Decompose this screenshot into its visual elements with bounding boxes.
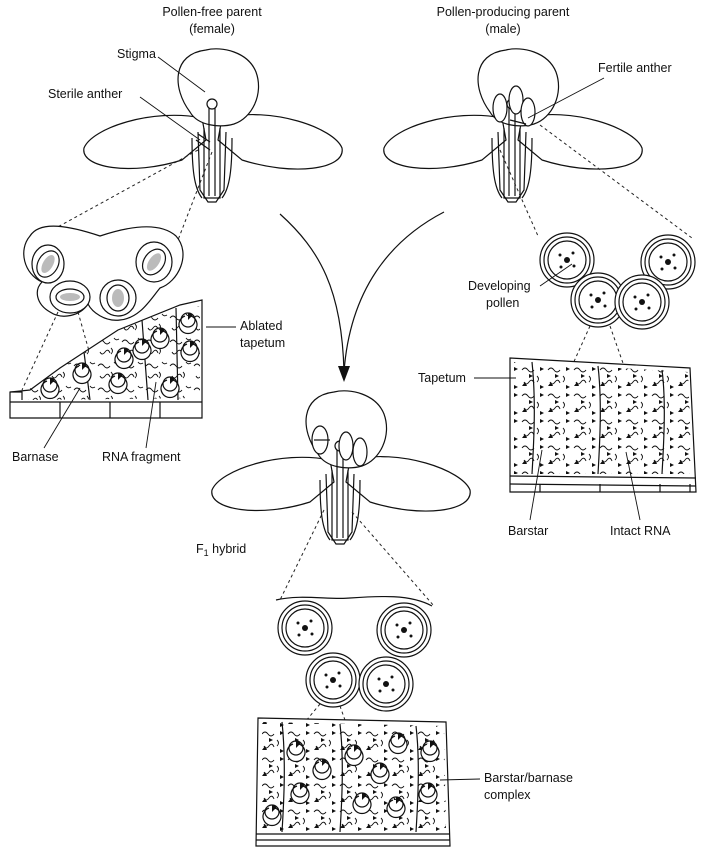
cross-arrow-right: [344, 212, 444, 372]
male-tissue-zoom-right: [610, 326, 624, 366]
ablated-tapetum-label-2: tapetum: [240, 336, 285, 350]
female-title-line2: (female): [189, 22, 235, 36]
tapetum-label: Tapetum: [418, 371, 466, 385]
barnase-label: Barnase: [12, 450, 59, 464]
f1-hybrid-flower: [212, 391, 470, 544]
f1-zoom-line-left: [280, 510, 324, 600]
cross-arrow-head: [338, 366, 350, 382]
sterile-anther-label: Sterile anther: [48, 87, 122, 101]
male-anther-section: [540, 233, 695, 329]
developing-pollen-label-2: pollen: [486, 296, 519, 310]
male-zoom-line-left: [500, 150, 538, 236]
complex-label-1: Barstar/barnase: [484, 771, 573, 785]
female-flower: [84, 49, 342, 202]
barstar-label: Barstar: [508, 524, 548, 538]
male-tissue-zoom-left: [572, 326, 590, 366]
f1-zoom-line-right: [352, 512, 434, 606]
female-title-line1: Pollen-free parent: [162, 5, 262, 19]
f1-tapetum-tissue: [256, 718, 450, 846]
rna-fragment-label: RNA fragment: [102, 450, 181, 464]
cross-arrow-left: [280, 214, 344, 372]
female-zoom-line-right: [178, 152, 212, 240]
complex-label-2: complex: [484, 788, 531, 802]
intact-rna-label: Intact RNA: [610, 524, 671, 538]
male-title-line1: Pollen-producing parent: [437, 5, 570, 19]
f1-anther-section: [276, 596, 432, 711]
stigma-label: Stigma: [117, 47, 156, 61]
ablated-tapetum-label-1: Ablated: [240, 319, 282, 333]
f1-hybrid-label: F1 hybrid: [196, 542, 246, 558]
male-title-line2: (male): [485, 22, 520, 36]
developing-pollen-label-1: Developing: [468, 279, 531, 293]
fertile-anther-label: Fertile anther: [598, 61, 672, 75]
female-anther-section: [24, 226, 183, 320]
